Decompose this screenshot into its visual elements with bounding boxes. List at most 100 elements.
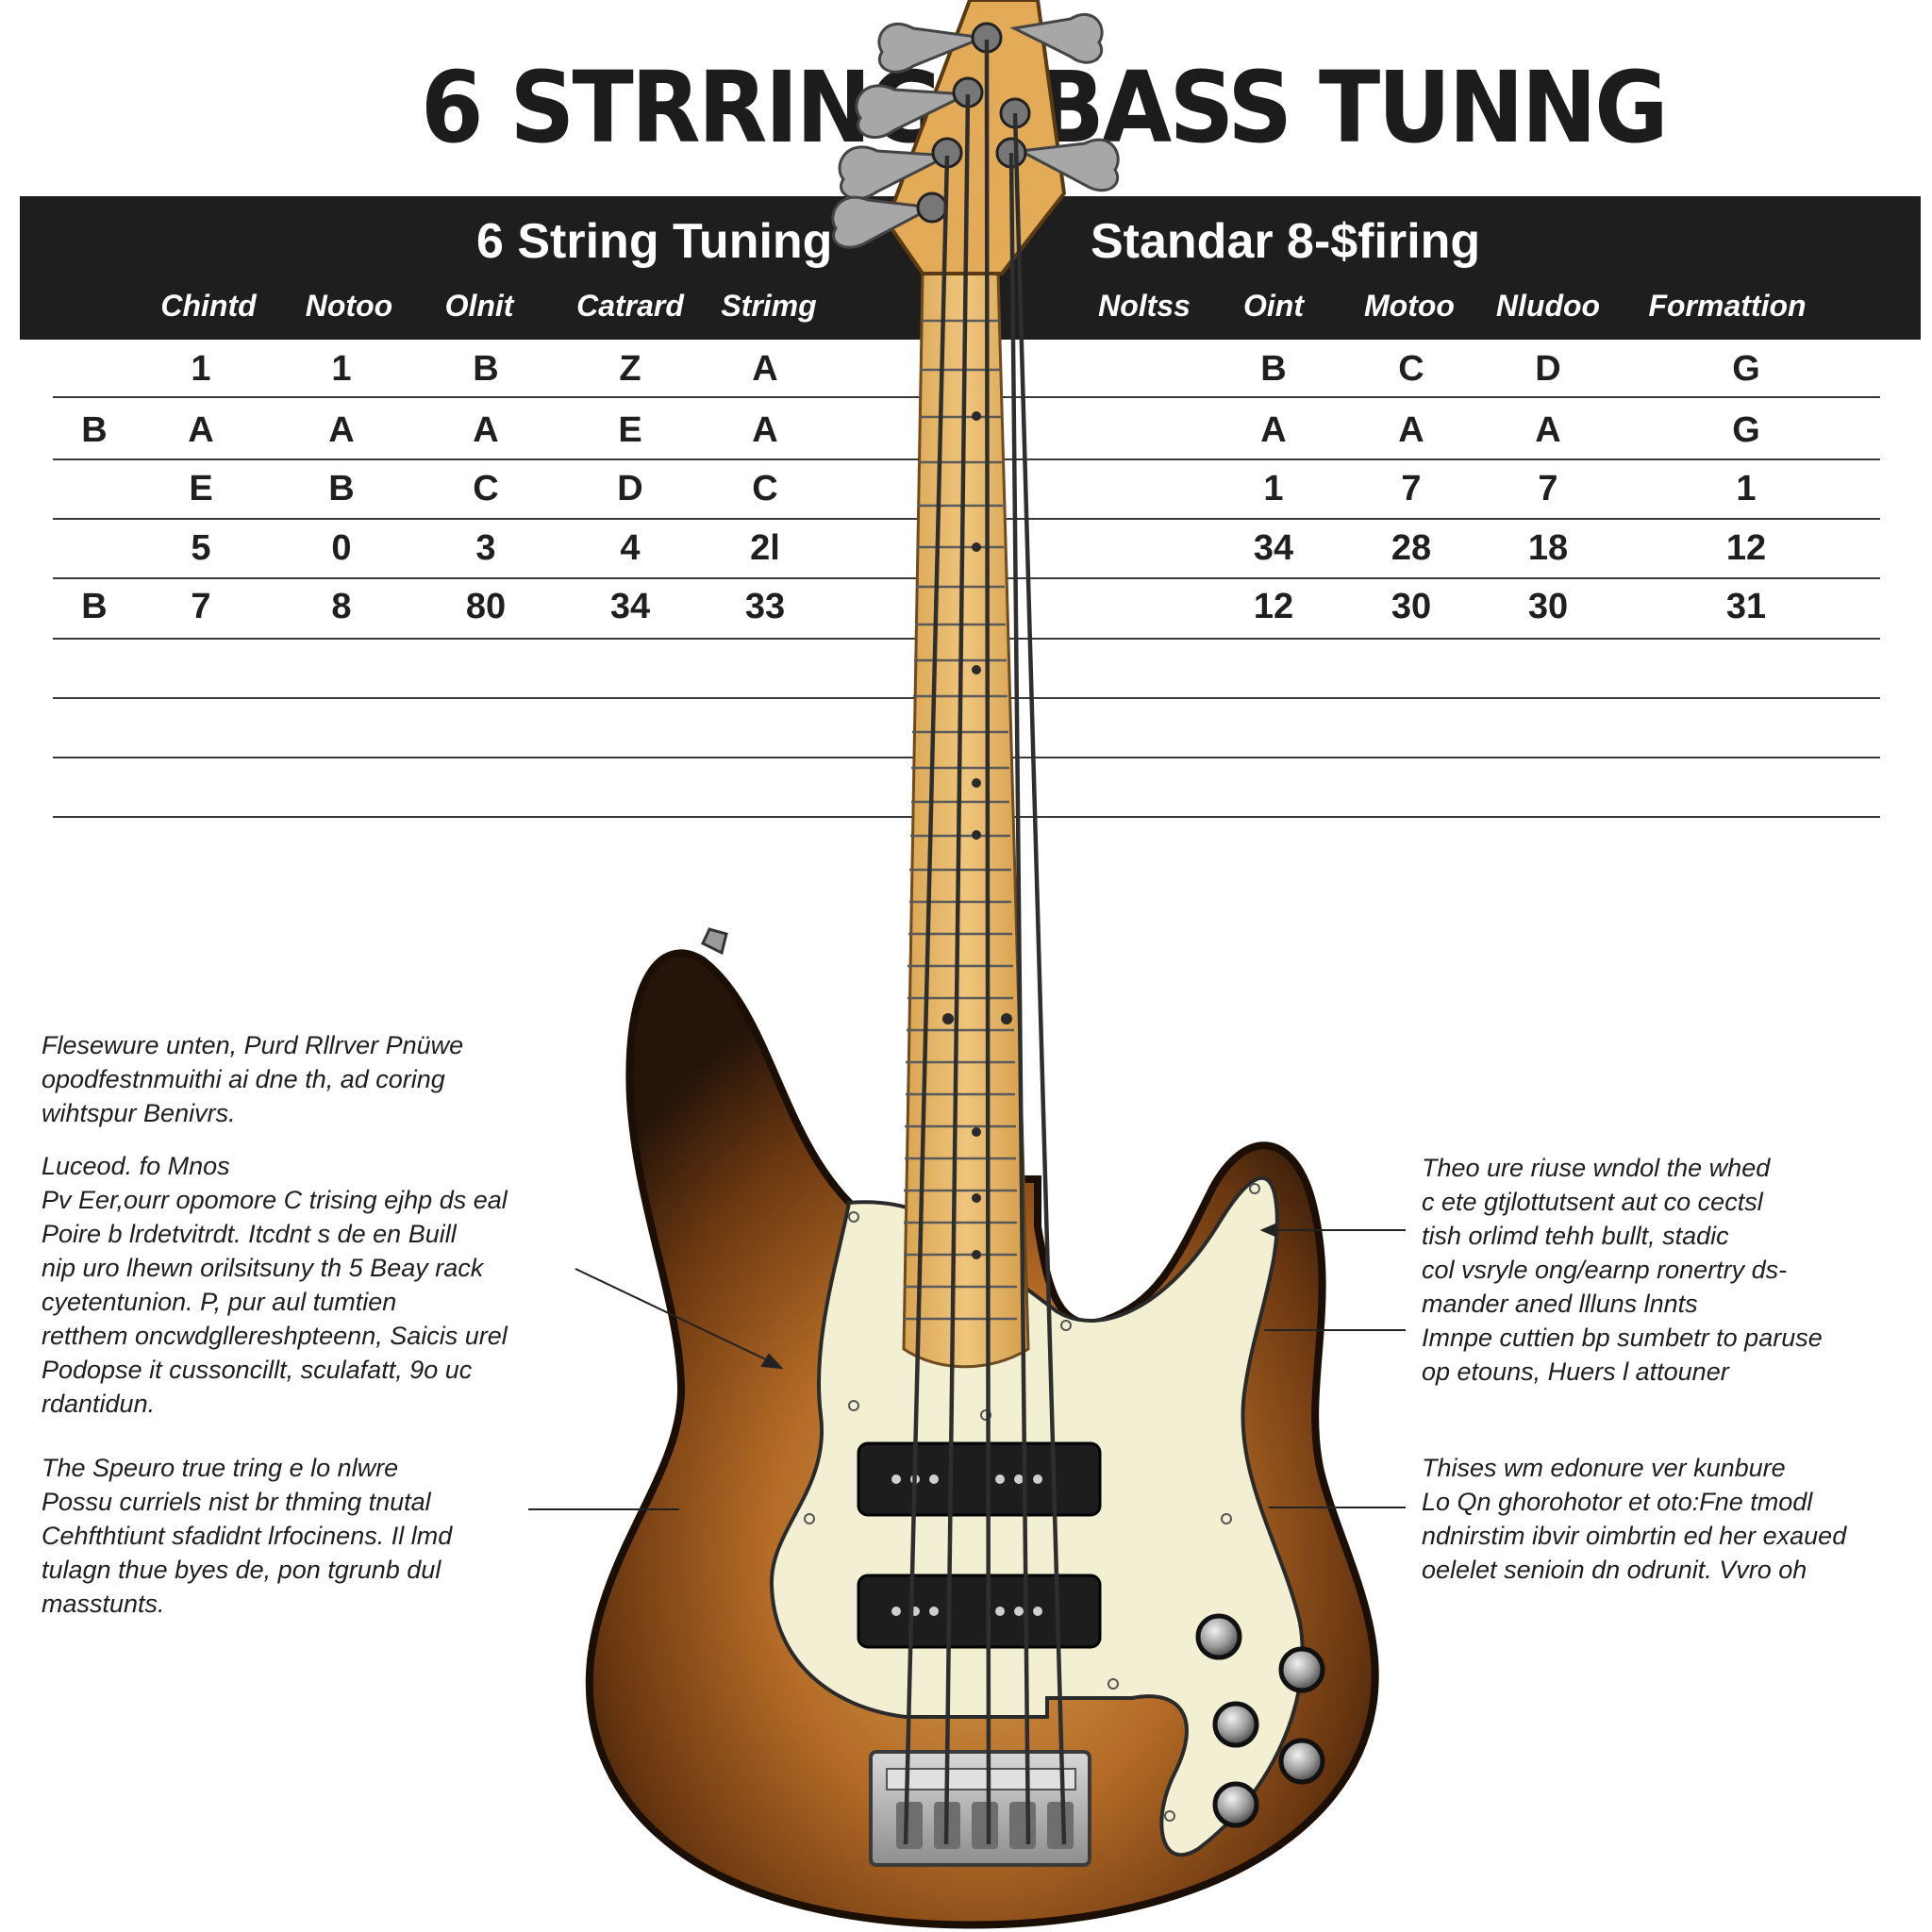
column-header: Notoo <box>305 289 393 323</box>
table-cell: 7 <box>1401 469 1422 508</box>
annotation-line: cyetentunion. P, pur aul tumtien <box>42 1288 397 1316</box>
table-cell: 0 <box>331 528 352 568</box>
annotation-line: Cehfthtiunt sfadidnt lrfocinens. Il lmd <box>42 1522 453 1550</box>
strings <box>903 39 1067 1845</box>
column-header: Olnit <box>444 289 514 323</box>
table-row-label: B <box>81 587 108 626</box>
tuner-key-icon <box>1009 12 1104 64</box>
column-header: Nludoo <box>1495 289 1601 323</box>
table-cell: 33 <box>744 587 786 626</box>
pickup-bridge <box>857 1574 1102 1649</box>
table-cell: A <box>752 410 778 450</box>
table-cell: D <box>1535 349 1561 389</box>
left-table-heading: 6 String Tuning <box>476 214 833 269</box>
annotation-line: Poire b lrdetvitrdt. Itcdnt s de en Buil… <box>42 1220 457 1248</box>
table-cell: 8 <box>331 587 352 626</box>
annotation-mid-left: Luceod. fo Mnos Pv Eer,ourr opomore C tr… <box>42 1149 508 1421</box>
pickup-neck <box>857 1441 1102 1517</box>
annotation-heading: Thises wm edonure ver kunbure <box>1422 1454 1786 1482</box>
column-header: Formattion <box>1648 289 1807 323</box>
column-header: Oint <box>1243 289 1304 323</box>
table-cell: 5 <box>191 528 211 568</box>
table-cell: A <box>1260 410 1287 450</box>
table-cell: E <box>618 410 642 450</box>
table-cell: 1 <box>1736 469 1757 508</box>
annotation-line: rdantidun. <box>42 1390 156 1418</box>
tuner-key-icon <box>831 195 937 249</box>
table-cell: 34 <box>609 587 651 626</box>
annotation-heading: Luceod. fo Mnos <box>42 1152 230 1180</box>
annotation-line: mander aned llluns lnnts <box>1422 1290 1698 1318</box>
table-cell: E <box>189 469 213 508</box>
table-cell: G <box>1732 349 1760 389</box>
callout-lines <box>528 1223 1406 1510</box>
tone-knob-icon <box>1278 1738 1325 1785</box>
table-cell: 1 <box>331 349 352 389</box>
table-cell: A <box>1535 410 1561 450</box>
control-knobs <box>1195 1613 1325 1828</box>
tone-knob-icon <box>1212 1781 1259 1828</box>
annotation-line: tulagn thue byes de, pon tgrunb dul <box>42 1556 441 1584</box>
table-cell: D <box>617 469 643 508</box>
tuner-posts <box>916 22 1031 224</box>
strap-button-icon <box>701 927 728 956</box>
column-header: Chintd <box>160 289 257 323</box>
table-cell: 30 <box>1391 587 1432 626</box>
annotation-line: tish orlimd tehh bullt, stadic <box>1422 1222 1729 1250</box>
annotation-heading: The Speuro true tring e lo nlwre <box>42 1454 399 1482</box>
table-cell: 7 <box>191 587 211 626</box>
annotation-heading: Theo ure riuse wndol the whed <box>1422 1154 1771 1182</box>
table-cell: A <box>752 349 778 389</box>
table-cell: A <box>1398 410 1424 450</box>
annotation-mid-right: Theo ure riuse wndol the whed c ete gtjl… <box>1422 1151 1823 1389</box>
annotation-line: c ete gtjlottutsent aut co cectsl <box>1422 1188 1763 1216</box>
table-cell: 12 <box>1253 587 1294 626</box>
table-cell: 7 <box>1538 469 1558 508</box>
annotation-line: Possu curriels nist br thming tnutal <box>42 1488 431 1516</box>
annotation-line: masstunts. <box>42 1590 165 1618</box>
table-cell: 2l <box>750 528 780 568</box>
pickguard-screws <box>804 1183 1260 1822</box>
table-cell: A <box>473 410 499 450</box>
table-cell: 34 <box>1253 528 1294 568</box>
annotation-line: retthem oncwdgllereshpteenn, Saicis urel <box>42 1322 508 1350</box>
table-cell: 4 <box>620 528 641 568</box>
annotation-line: Imnpe cuttien bp sumbetr to paruse <box>1422 1324 1823 1352</box>
tuning-pegs <box>831 12 1120 249</box>
page-title-right: BASS TUNNG <box>1036 50 1669 165</box>
annotation-line: opodfestnmuithi ai dne th, ad coring <box>42 1065 445 1093</box>
annotation-line: col vsryle ong/earnp ronertry ds- <box>1422 1256 1788 1284</box>
bridge <box>869 1750 1091 1867</box>
annotation-line: Podopse it cussoncillt, sculafatt, 9o uc <box>42 1356 473 1384</box>
table-cell: 12 <box>1725 528 1767 568</box>
table-cell: 3 <box>475 528 496 568</box>
table-cell: B <box>328 469 355 508</box>
annotation-line: Lo Qn ghorohotor et oto:Fne tmodl <box>1422 1488 1813 1516</box>
table-cell: 28 <box>1391 528 1432 568</box>
volume-knob-icon <box>1278 1646 1325 1693</box>
annotation-bottom-right: Thises wm edonure ver kunbure Lo Qn ghor… <box>1422 1451 1846 1587</box>
column-header: Strimg <box>721 289 817 323</box>
table-cell: A <box>188 410 214 450</box>
table-cell: 80 <box>465 587 507 626</box>
table-cell: 18 <box>1527 528 1569 568</box>
annotation-line: ndnirstim ibvir oimbrtin ed her exaued <box>1422 1522 1847 1550</box>
table-cell: C <box>1398 349 1424 389</box>
tuner-key-icon <box>1016 138 1120 192</box>
fret-markers <box>942 411 1012 1259</box>
annotation-line: Pv Eer,ourr opomore C trising ejhp ds ea… <box>42 1186 508 1214</box>
tuner-key-icon <box>855 84 973 140</box>
table-cell: 1 <box>1263 469 1284 508</box>
table-cell: 31 <box>1725 587 1767 626</box>
tuner-key-icon <box>877 22 989 74</box>
annotation-bottom-left: The Speuro true tring e lo nlwre Possu c… <box>42 1451 452 1621</box>
column-header: Motoo <box>1364 289 1455 323</box>
table-row-label: B <box>81 410 108 450</box>
table-cell: C <box>752 469 778 508</box>
annotation-line: nip uro lhewn orilsitsuny th 5 Beay rack <box>42 1254 484 1282</box>
column-header: Catrard <box>576 289 684 323</box>
annotation-line: op etouns, Huers l attouner <box>1422 1357 1729 1386</box>
table-cell: Z <box>619 349 641 389</box>
annotation-line: oelelet senioin dn odrunit. Vvro oh <box>1422 1556 1807 1584</box>
